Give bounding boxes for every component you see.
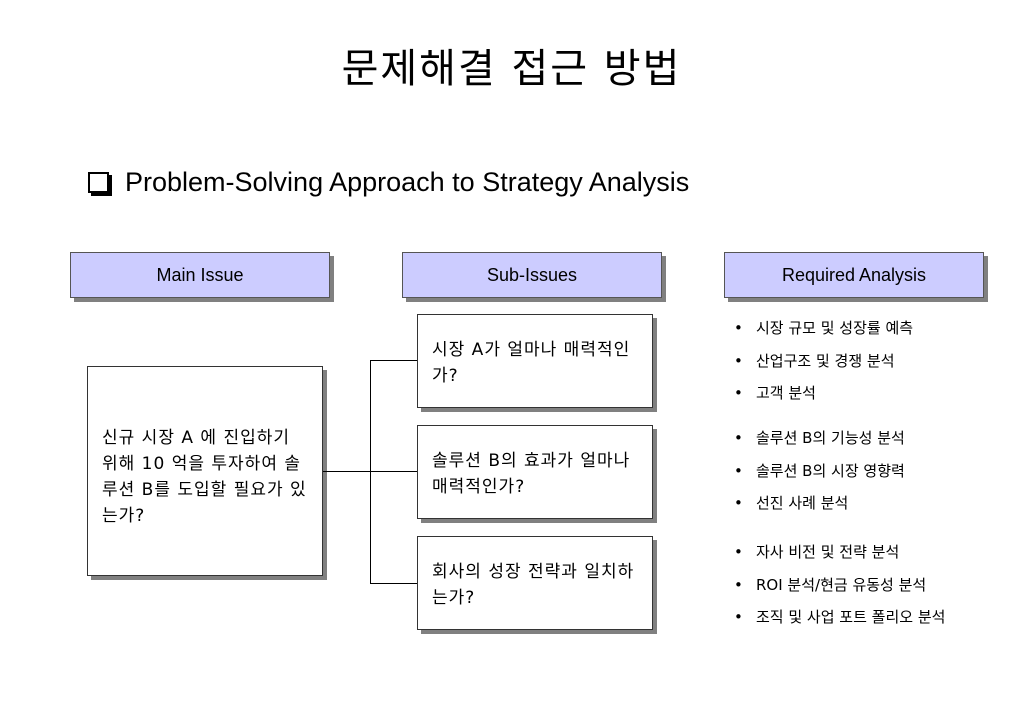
bullet-icon: • xyxy=(734,543,743,561)
analysis-item: •산업구조 및 경쟁 분석 xyxy=(734,351,895,370)
connector-sub-1 xyxy=(370,360,417,361)
analysis-item: •시장 규모 및 성장률 예측 xyxy=(734,319,914,337)
sub-issue-box: 회사의 성장 전략과 일치하는가? xyxy=(417,536,653,630)
sub-issue-box: 시장 A가 얼마나 매력적인가? xyxy=(417,314,653,408)
analysis-item: •조직 및 사업 포트 폴리오 분석 xyxy=(734,608,946,626)
sub-issue-text: 솔루션 B의 효과가 얼마나 매력적인가? xyxy=(432,451,631,497)
main-issue-box: 신규 시장 A 에 진입하기 위해 10 억을 투자하여 솔루션 B를 도입할 … xyxy=(87,366,323,576)
connector-sub-2 xyxy=(370,471,417,472)
analysis-item: •ROI 분석/현금 유동성 분석 xyxy=(734,575,927,594)
sub-issue-text: 회사의 성장 전략과 일치하는가? xyxy=(432,562,635,608)
sub-issue-text: 시장 A가 얼마나 매력적인가? xyxy=(432,340,631,386)
analysis-group-2: •솔루션 B의 기능성 분석 •솔루션 B의 시장 영향력 •선진 사례 분석 xyxy=(734,429,1006,527)
page-title: 문제해결 접근 방법 xyxy=(341,46,682,92)
analysis-group-3: •자사 비전 및 전략 분석 •ROI 분석/현금 유동성 분석 •조직 및 사… xyxy=(734,543,1006,648)
required-analysis-header: Required Analysis xyxy=(724,252,984,298)
analysis-item: •고객 분석 xyxy=(734,384,816,402)
bullet-icon: • xyxy=(734,351,743,370)
checkbox-icon xyxy=(88,172,109,193)
analysis-item: •솔루션 B의 시장 영향력 xyxy=(734,461,905,480)
bullet-icon: • xyxy=(734,608,743,626)
analysis-item: •자사 비전 및 전략 분석 xyxy=(734,543,900,561)
main-issue-text: 신규 시장 A 에 진입하기 위해 10 억을 투자하여 솔루션 B를 도입할 … xyxy=(102,428,307,526)
connector-sub-3 xyxy=(370,583,417,584)
analysis-item: •솔루션 B의 기능성 분석 xyxy=(734,429,905,447)
main-issue-header: Main Issue xyxy=(70,252,330,298)
analysis-item: •선진 사례 분석 xyxy=(734,494,849,512)
connector-main xyxy=(323,471,371,472)
connector-vertical xyxy=(370,360,371,584)
subtitle: Problem-Solving Approach to Strategy Ana… xyxy=(88,167,689,198)
analysis-group-1: •시장 규모 및 성장률 예측 •산업구조 및 경쟁 분석 •고객 분석 xyxy=(734,319,1006,417)
bullet-icon: • xyxy=(734,384,743,402)
bullet-icon: • xyxy=(734,429,743,447)
bullet-icon: • xyxy=(734,494,743,512)
bullet-icon: • xyxy=(734,461,743,480)
sub-issue-box: 솔루션 B의 효과가 얼마나 매력적인가? xyxy=(417,425,653,519)
sub-issues-header: Sub-Issues xyxy=(402,252,662,298)
bullet-icon: • xyxy=(734,575,743,594)
bullet-icon: • xyxy=(734,319,743,337)
subtitle-text: Problem-Solving Approach to Strategy Ana… xyxy=(125,167,690,197)
